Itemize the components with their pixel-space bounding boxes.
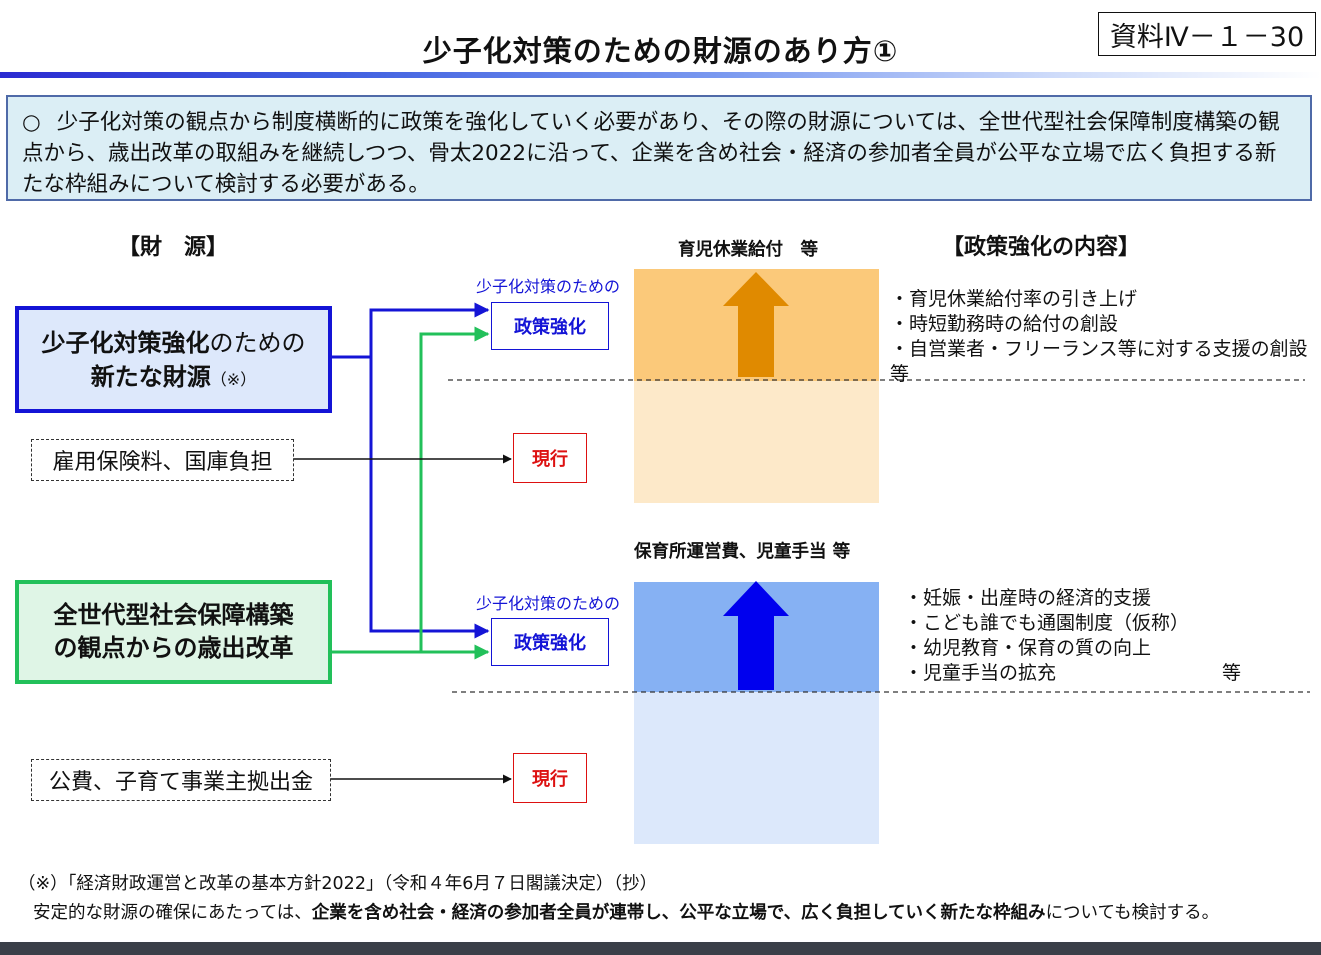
policy-strengthening-box: 政策強化 xyxy=(491,302,609,350)
expenditure-reform-box: 全世代型社会保障構築 の観点からの歳出改革 xyxy=(15,580,332,684)
blue-connector xyxy=(332,302,490,359)
list-item: ・幼児教育・保育の質の向上 xyxy=(904,637,1152,659)
blue-up-arrow xyxy=(723,581,789,690)
new-revenue-bold: 少子化対策強化 xyxy=(41,329,210,357)
list-item-tail: 等 xyxy=(1221,662,1241,684)
policy-caption: 少子化対策のための xyxy=(476,277,621,296)
document-id: 資料Ⅳ－１－30 xyxy=(1098,12,1316,56)
bottom-bar xyxy=(0,942,1321,955)
list-item-text: ・児童手当の拡充 xyxy=(904,662,1057,684)
bottom-block-label: 保育所運営費、児童手当 等 xyxy=(634,542,851,562)
top-current-block xyxy=(634,381,879,503)
intro-text: 少子化対策の観点から制度横断的に政策を強化していく必要があり、その際の財源につい… xyxy=(22,110,1280,197)
new-revenue-note: （※） xyxy=(210,370,257,389)
footnote-emphasis: 企業を含め社会・経済の参加者全員が連帯し、公平な立場で、広く負担していく新たな枠… xyxy=(311,903,1046,923)
green-connector xyxy=(419,326,490,652)
policy-strengthening-box: 政策強化 xyxy=(491,618,609,666)
policy-caption: 少子化対策のための xyxy=(476,594,621,613)
list-item: ・妊娠・出産時の経済的支援 xyxy=(904,587,1152,609)
sources-header: 【財 源】 xyxy=(118,235,229,260)
employment-insurance-box: 雇用保険料、国庫負担 xyxy=(31,439,294,481)
list-item: ・自営業者・フリーランス等に対する支援の創設 等 xyxy=(890,338,1321,385)
footnote-line1: （※）「経済財政運営と改革の基本方針2022」（令和４年6月７日閣議決定）（抄） xyxy=(18,874,658,894)
title-underline xyxy=(0,72,1321,78)
intro-bullet: ○ xyxy=(22,110,41,135)
intro-box: ○少子化対策の観点から制度横断的に政策を強化していく必要があり、その際の財源につ… xyxy=(6,95,1312,201)
list-item: ・こども誰でも通園制度（仮称） xyxy=(904,612,1190,634)
footnote-text: についても検討する。 xyxy=(1045,903,1220,923)
new-revenue-line2: 新たな財源 xyxy=(90,363,211,391)
list-item: ・児童手当の拡充 等 xyxy=(904,661,1244,686)
contents-header: 【政策強化の内容】 xyxy=(942,235,1141,260)
bottom-current-block xyxy=(634,692,879,844)
reform-line1: 全世代型社会保障構築 xyxy=(53,601,294,629)
list-item: ・時短勤務時の給付の創設 xyxy=(890,313,1119,335)
footnote-text: 安定的な財源の確保にあたっては、 xyxy=(33,903,312,923)
top-block-label: 育児休業給付 等 xyxy=(678,240,818,260)
reform-line2: の観点からの歳出改革 xyxy=(53,634,294,662)
bottom-content-list: ・妊娠・出産時の経済的支援 ・こども誰でも通園制度（仮称） ・幼児教育・保育の質… xyxy=(904,586,1244,686)
new-revenue-rest: のための xyxy=(209,329,306,357)
orange-up-arrow xyxy=(723,272,789,377)
public-funds-box: 公費、子育て事業主拠出金 xyxy=(31,759,331,801)
top-content-list: ・育児休業給付率の引き上げ ・時短勤務時の給付の創設 ・自営業者・フリーランス等… xyxy=(890,287,1321,387)
new-revenue-box: 少子化対策強化のための 新たな財源（※） xyxy=(15,306,332,413)
list-item: ・育児休業給付率の引き上げ xyxy=(890,288,1138,310)
footnote-line2: 安定的な財源の確保にあたっては、企業を含め社会・経済の参加者全員が連帯し、公平な… xyxy=(33,899,1219,924)
current-box: 現行 xyxy=(513,753,587,803)
blue-connector xyxy=(369,357,490,639)
current-box: 現行 xyxy=(513,433,587,483)
page-title: 少子化対策のための財源のあり方① xyxy=(422,34,899,68)
